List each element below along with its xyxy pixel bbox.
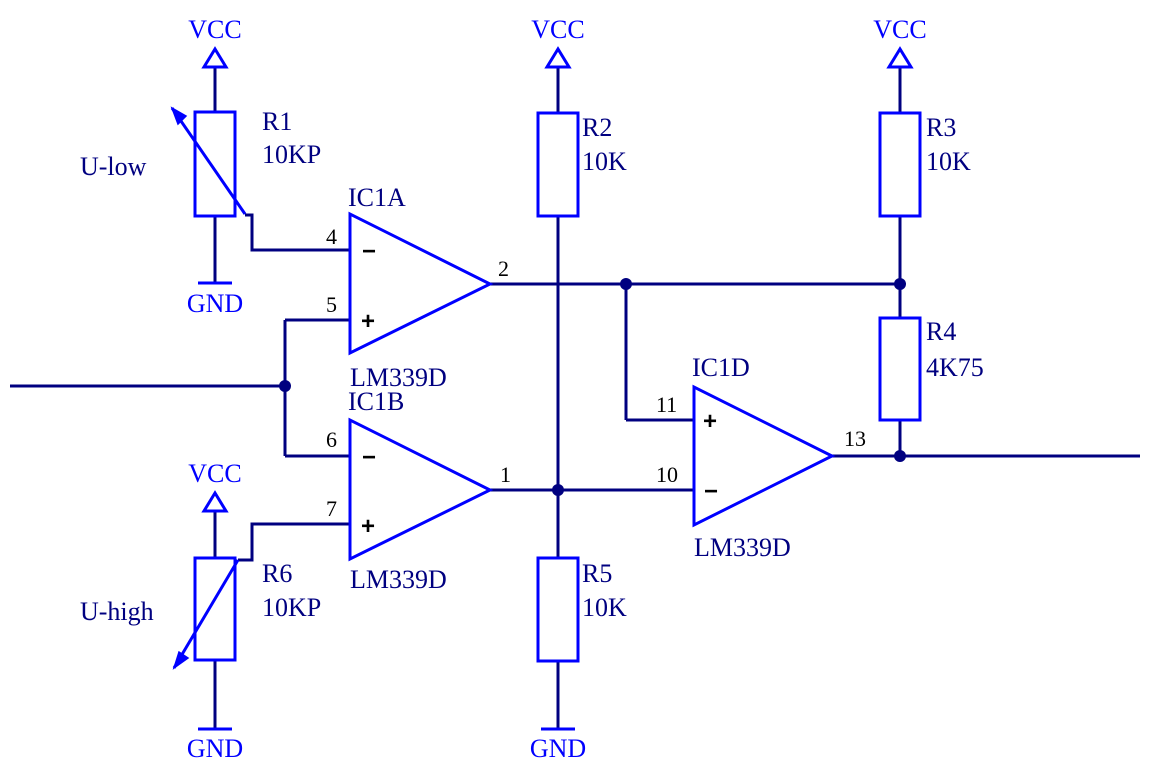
vcc-label: VCC xyxy=(188,459,241,488)
resistor-r3: R3 10K xyxy=(878,111,971,218)
resistor-ref: R5 xyxy=(582,559,612,588)
gnd-label: GND xyxy=(187,734,243,763)
junction-dot xyxy=(620,278,632,290)
pin-number: 11 xyxy=(656,392,677,417)
gnd-symbol-r5: GND xyxy=(530,727,586,763)
net-label: U-high xyxy=(80,597,154,626)
ic-ref: IC1B xyxy=(348,387,404,416)
pin-number: 5 xyxy=(326,292,337,317)
comparator-ic1a: − + 4 5 2 IC1A LM339D xyxy=(326,183,509,392)
vcc-label: VCC xyxy=(188,15,241,44)
ic-part: LM339D xyxy=(350,565,447,594)
resistor-value: 10K xyxy=(582,593,627,622)
ic-part: LM339D xyxy=(350,363,447,392)
vcc-symbol-r1: VCC xyxy=(188,15,242,69)
vcc-label: VCC xyxy=(873,15,926,44)
resistor-r6: R6 10KP U-high xyxy=(80,556,321,670)
resistor-value: 10KP xyxy=(262,140,321,169)
resistor-r5: R5 10K xyxy=(536,556,627,663)
junction-dot xyxy=(894,278,906,290)
resistor-value: 10K xyxy=(582,147,627,176)
minus-sign: − xyxy=(362,238,376,265)
ic-ref: IC1A xyxy=(348,183,406,212)
resistor-ref: R6 xyxy=(262,559,292,588)
ic-part: LM339D xyxy=(694,533,791,562)
pin-number: 6 xyxy=(326,427,337,452)
resistor-ref: R4 xyxy=(926,317,956,346)
junction-dot xyxy=(552,484,564,496)
resistor-value: 10K xyxy=(926,147,971,176)
net-label: U-low xyxy=(80,152,147,181)
gnd-label: GND xyxy=(530,734,586,763)
ic-ref: IC1D xyxy=(692,353,750,382)
pin-number: 4 xyxy=(326,224,337,249)
gnd-symbol-r1: GND xyxy=(187,281,243,318)
junctions xyxy=(279,278,906,496)
minus-sign: − xyxy=(362,444,376,471)
resistor-ref: R1 xyxy=(262,107,292,136)
vcc-symbol-r2: VCC xyxy=(531,15,585,69)
pin-number: 10 xyxy=(656,462,678,487)
comparator-ic1b: − + 6 7 1 IC1B LM339D xyxy=(326,387,511,594)
vcc-symbol-r3: VCC xyxy=(873,15,927,69)
pin-number: 13 xyxy=(844,426,866,451)
resistor-value: 4K75 xyxy=(926,353,984,382)
junction-dot xyxy=(894,450,906,462)
resistor-ref: R3 xyxy=(926,113,956,142)
resistor-r2: R2 10K xyxy=(536,111,627,218)
vcc-symbol-r6: VCC xyxy=(188,459,242,513)
junction-dot xyxy=(279,380,291,392)
comparator-ic1d: + − 11 10 13 IC1D LM339D xyxy=(656,353,866,562)
resistor-value: 10KP xyxy=(262,593,321,622)
pin-number: 7 xyxy=(326,496,337,521)
plus-sign: + xyxy=(361,513,375,540)
plus-sign: + xyxy=(703,408,717,435)
plus-sign: + xyxy=(361,308,375,335)
gnd-symbol-r6: GND xyxy=(187,727,243,763)
minus-sign: − xyxy=(704,478,718,505)
resistor-r1: R1 10KP U-low xyxy=(80,106,321,218)
resistor-ref: R2 xyxy=(582,113,612,142)
pin-number: 1 xyxy=(500,462,511,487)
pin-number: 2 xyxy=(498,256,509,281)
vcc-label: VCC xyxy=(531,15,584,44)
resistor-r4: R4 4K75 xyxy=(878,316,984,422)
gnd-label: GND xyxy=(187,289,243,318)
